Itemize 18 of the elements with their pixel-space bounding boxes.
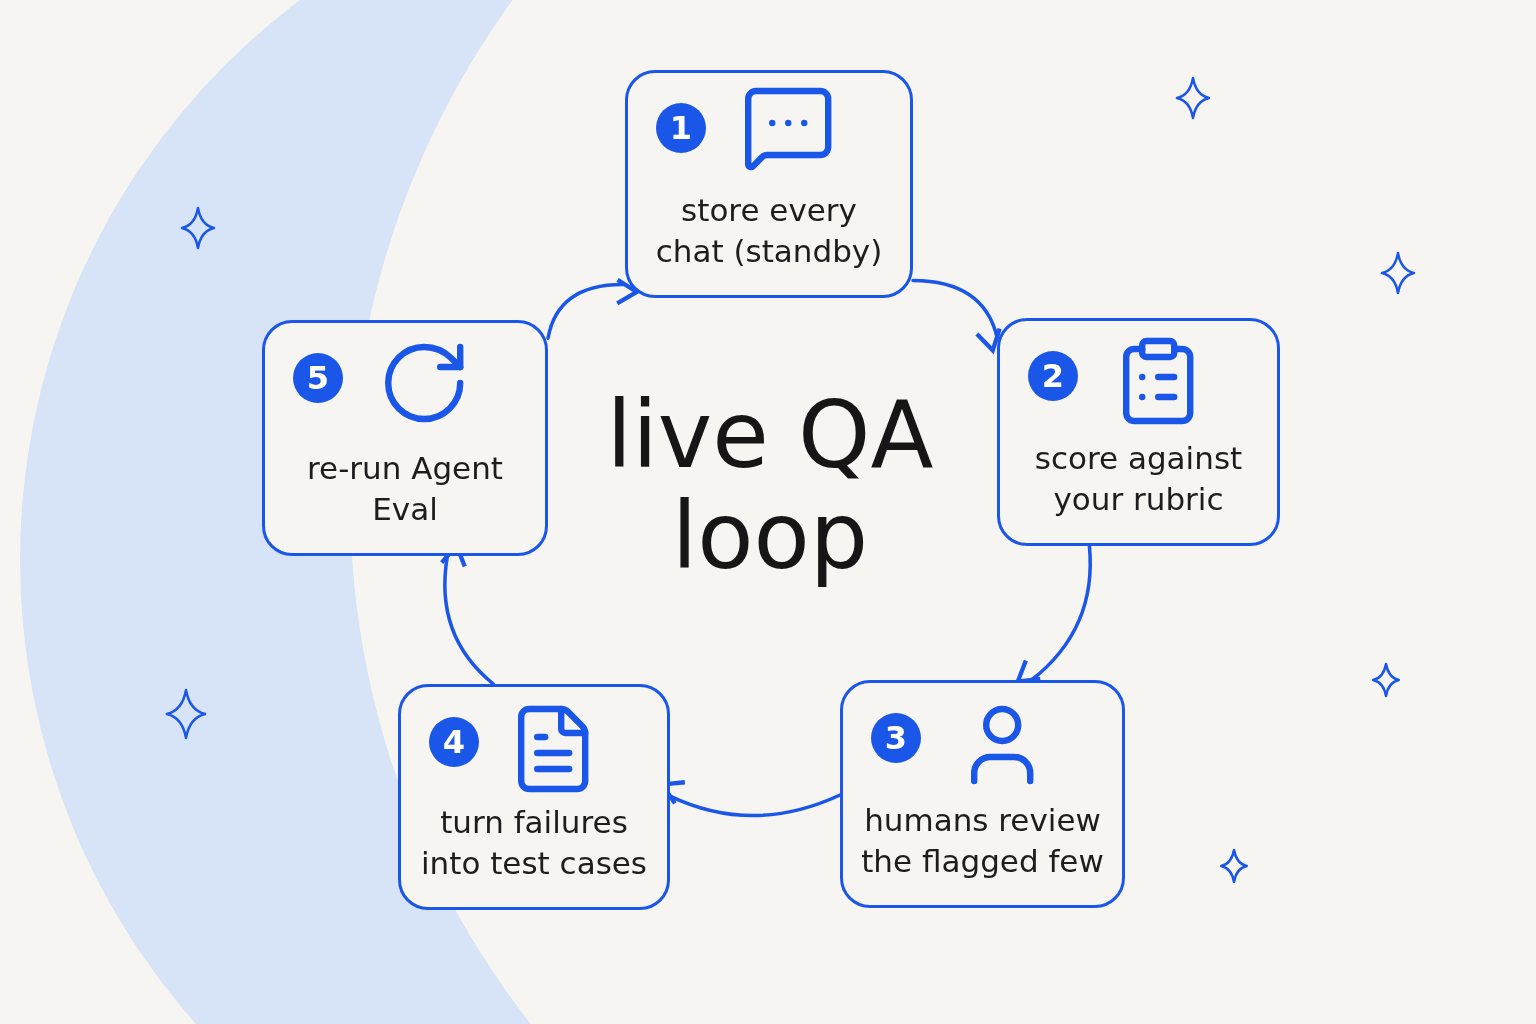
curved-arrow	[911, 278, 1001, 352]
step-card	[840, 680, 1125, 908]
step-number-badge: 1	[656, 103, 706, 153]
step-card	[997, 318, 1280, 546]
step-text: turn failures into test cases	[419, 803, 648, 883]
step-text: store every chat (standby)	[654, 191, 884, 271]
step-number-badge: 4	[429, 717, 479, 767]
step-text: score against your rubric	[1033, 439, 1244, 519]
step-card	[625, 70, 913, 298]
curved-arrow	[546, 279, 638, 340]
step-text: humans review the flagged few	[860, 801, 1105, 881]
diagram-title: live QA loop	[605, 385, 935, 588]
step-number-badge: 5	[293, 353, 343, 403]
step-number-badge: 3	[871, 713, 921, 763]
step-number-badge: 2	[1028, 351, 1078, 401]
step-text: re-run Agent Eval	[306, 449, 504, 529]
step-card	[398, 684, 670, 910]
step-card	[262, 320, 548, 556]
